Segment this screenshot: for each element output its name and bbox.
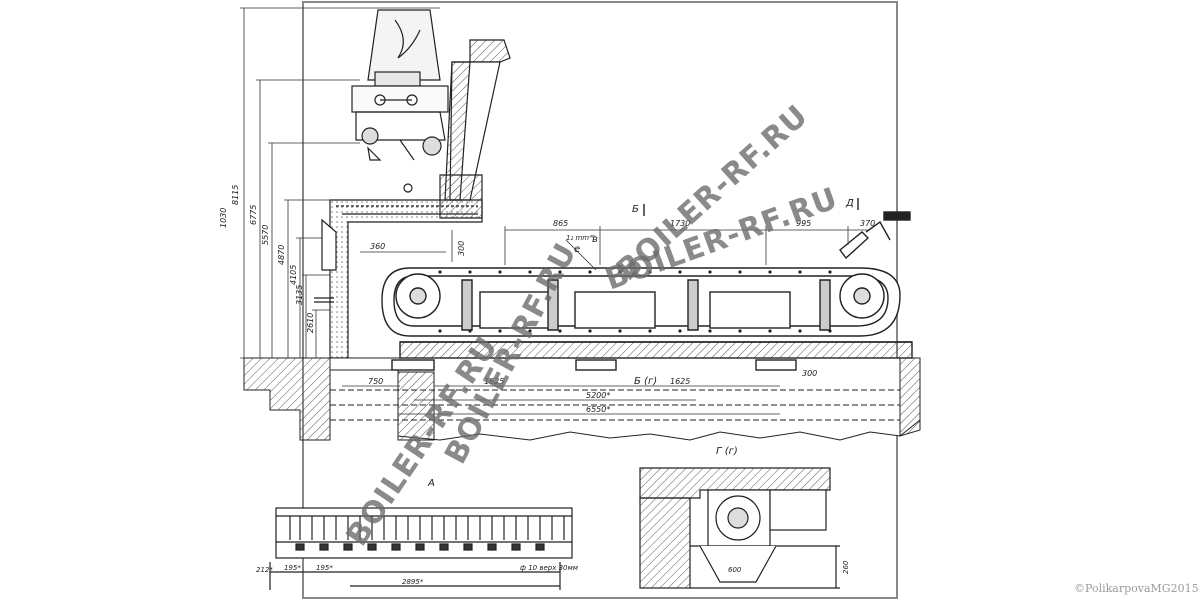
elev-4870: 4870 xyxy=(277,245,286,265)
dim-1625b: 1625 xyxy=(670,377,690,386)
mark-b-top: Б xyxy=(632,204,639,215)
dim-300a: 300 xyxy=(457,241,466,256)
dim-750: 750 xyxy=(368,377,383,386)
dim-212: 212* xyxy=(256,566,273,574)
dim-370: 370 xyxy=(860,219,875,228)
grate-dimension-labels: 865 1730 995 370 360 300 750 1625 1625 3… xyxy=(368,219,875,414)
elev-1030: 1030 xyxy=(219,208,228,228)
dim-995: 995 xyxy=(796,219,811,228)
mark-e: e xyxy=(574,244,580,255)
dim-360: 360 xyxy=(370,242,385,251)
grate-rivets xyxy=(438,270,832,333)
foundation xyxy=(243,357,921,441)
elev-4105: 4105 xyxy=(289,265,298,285)
dim-300b: 300 xyxy=(802,369,817,378)
mark-b-bottom: Б (г) xyxy=(634,376,657,387)
mark-v: в xyxy=(592,234,598,245)
dim-2895: 2895* xyxy=(402,578,424,586)
dim-865: 865 xyxy=(553,219,568,228)
elev-3135: 3135 xyxy=(295,285,304,305)
section-ticks xyxy=(643,198,911,221)
dim-195b: 195* xyxy=(316,564,333,572)
grate-dimensions xyxy=(342,226,870,415)
dim-260: 260 xyxy=(842,560,850,574)
grate-bar-detail xyxy=(269,507,573,590)
elev-6775: 6775 xyxy=(249,205,258,225)
elevation-dimensions xyxy=(240,7,440,359)
dim-1730: 1730 xyxy=(670,219,690,228)
mark-d-top: Д xyxy=(845,198,854,209)
dim-600: 600 xyxy=(728,566,742,574)
elev-8115: 8115 xyxy=(231,185,240,205)
copyright-text: ©PolikarpovaMG2015 xyxy=(1074,582,1199,595)
section-marks: Б Д Б (г) в e А Г (г) xyxy=(427,198,854,489)
view-g-detail xyxy=(639,467,840,589)
mark-view-g: Г (г) xyxy=(716,446,738,457)
elev-5570: 5570 xyxy=(261,225,270,245)
dim-6550: 6550* xyxy=(586,405,610,414)
chain-grate xyxy=(381,220,913,371)
view-g-labels: 600 260 xyxy=(728,560,850,574)
fuel-hopper xyxy=(351,9,449,161)
dim-1625a: 1625 xyxy=(484,377,504,386)
front-wall xyxy=(314,39,511,359)
grate-bar-labels: 212* 195* 195* 2895* ф 10 верх 30мм xyxy=(256,564,579,586)
bracket-note: 1₂ mm⁴⁸ xyxy=(566,234,595,242)
dim-195a: 195* xyxy=(284,564,301,572)
grate-note: ф 10 верх 30мм xyxy=(520,564,579,572)
elevation-labels: 8115 6775 5570 4870 4105 3135 2610 1030 xyxy=(219,185,315,333)
mark-a: А xyxy=(427,478,435,489)
dim-5200: 5200* xyxy=(586,391,610,400)
elev-2610: 2610 xyxy=(306,313,315,333)
